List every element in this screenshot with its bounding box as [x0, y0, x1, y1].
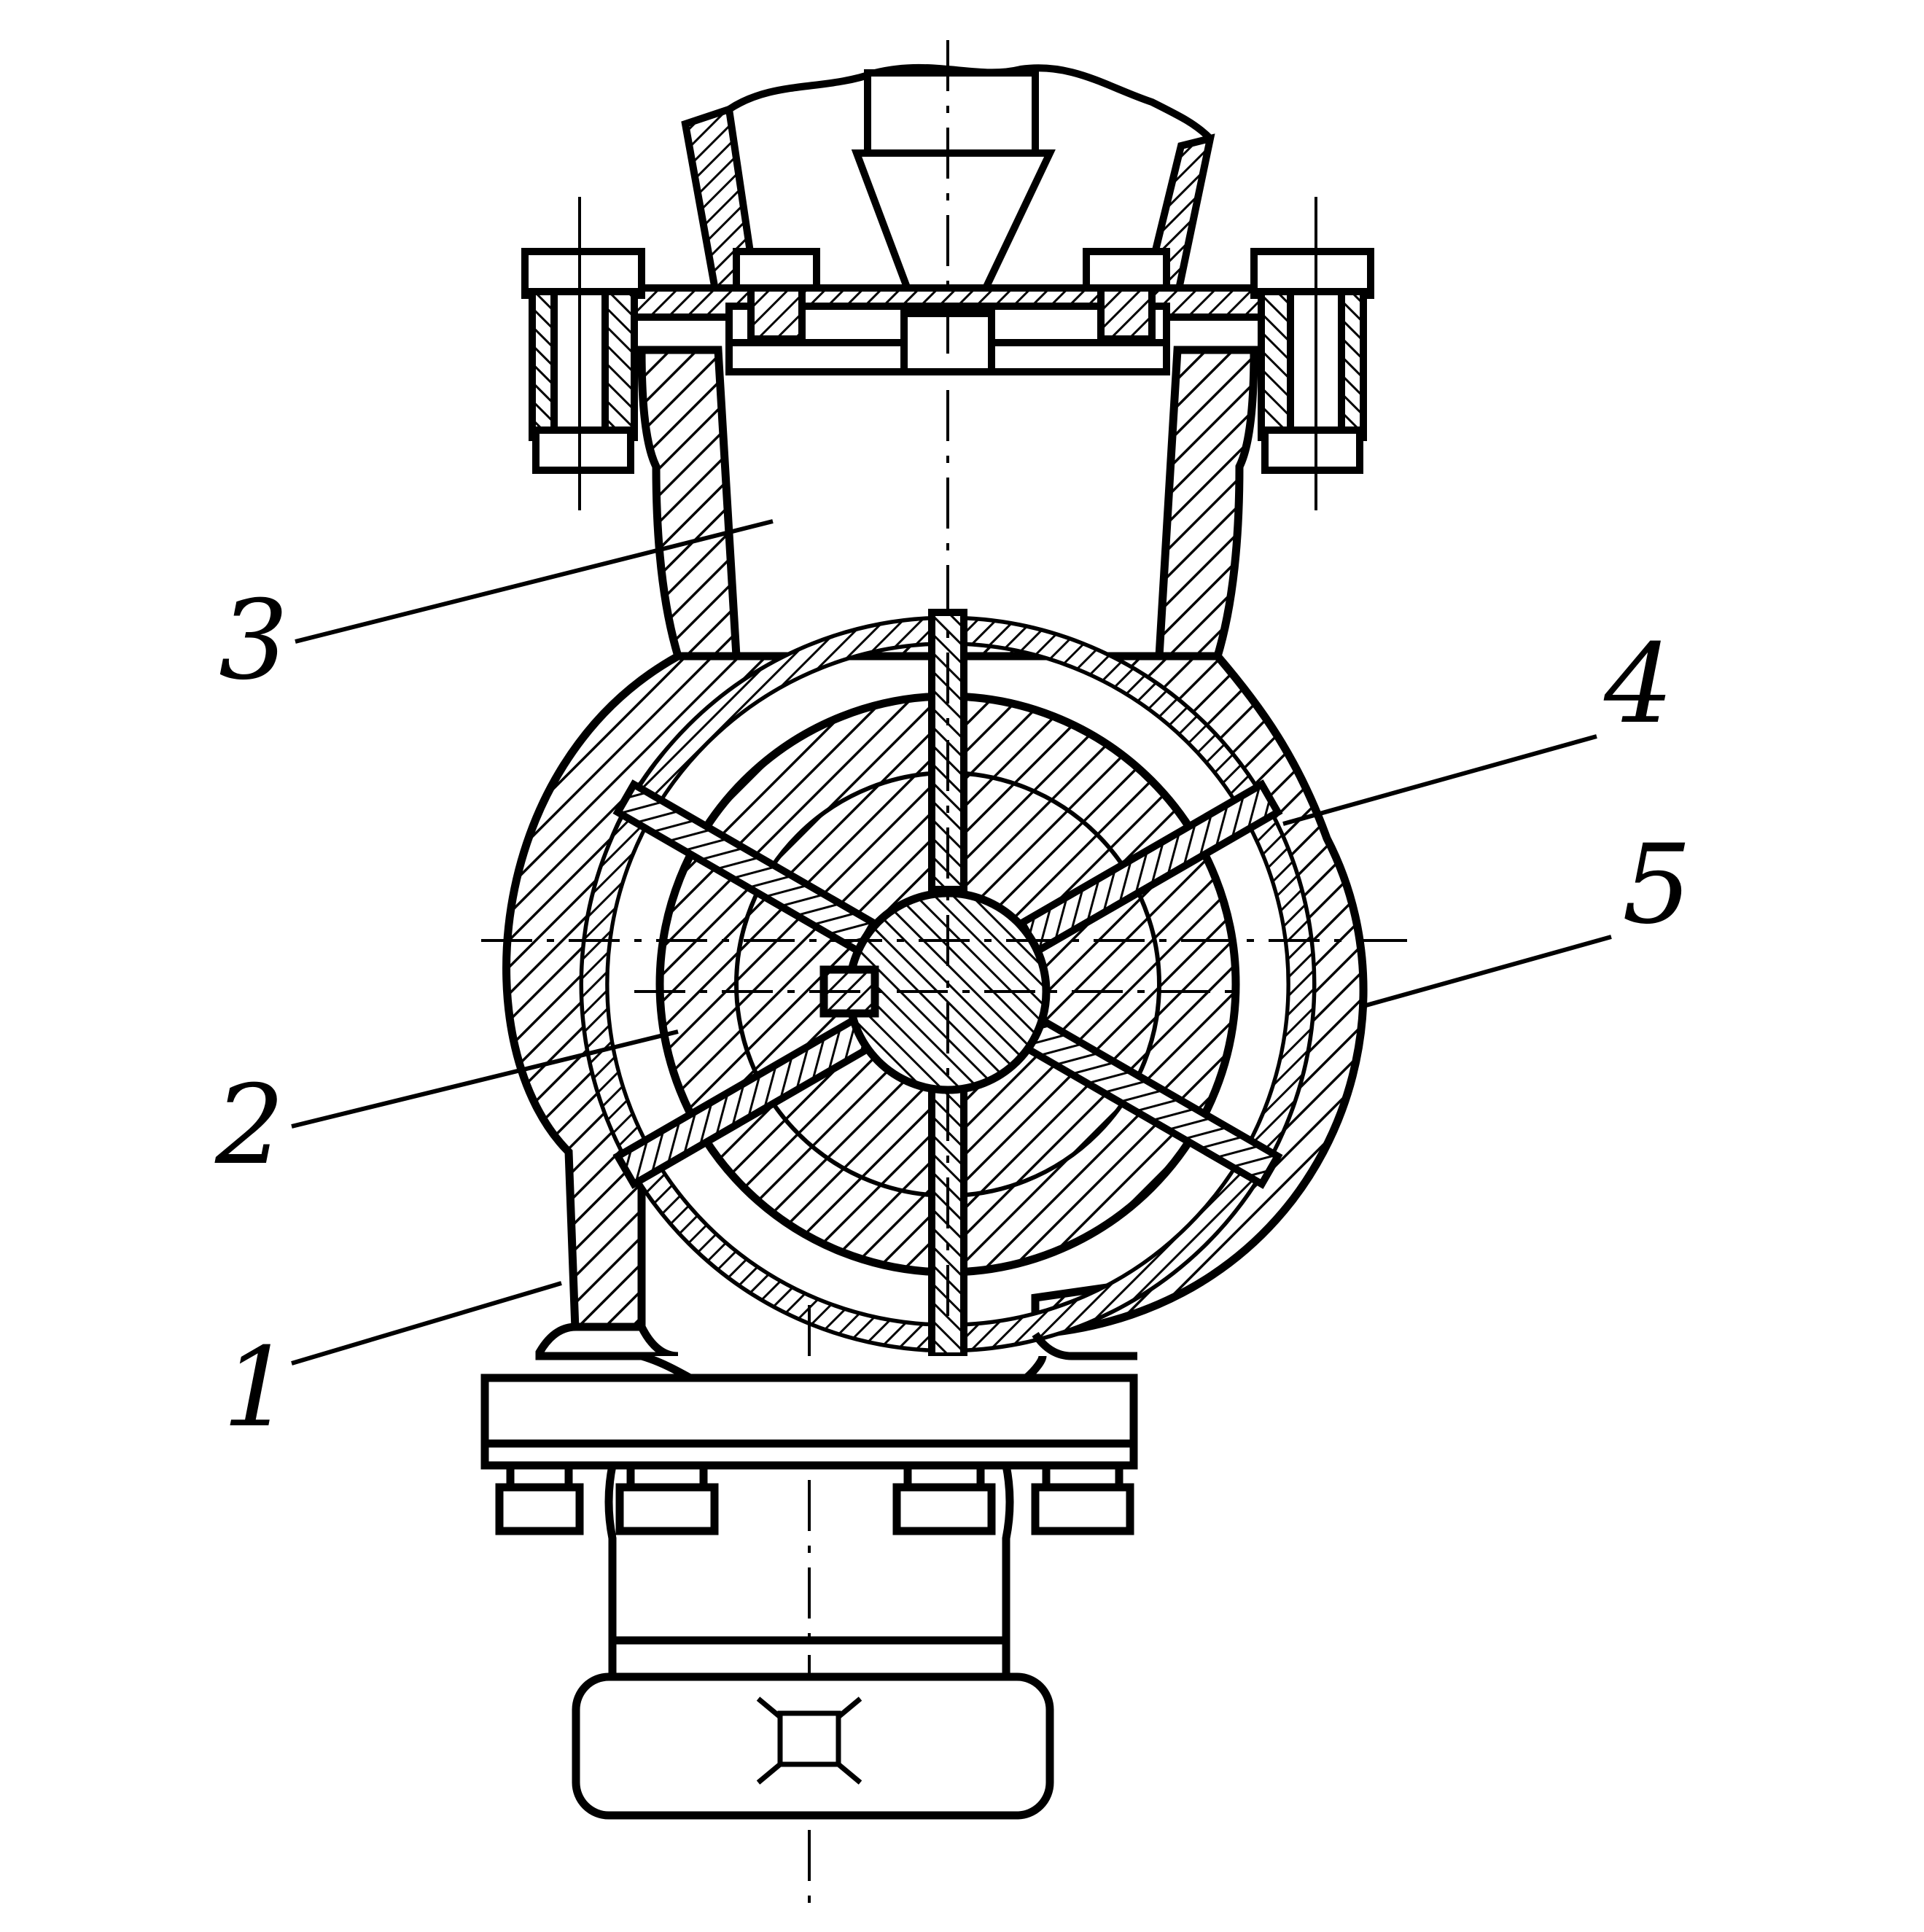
nut-4 — [1031, 1483, 1134, 1535]
callout-2: 2 — [214, 1062, 284, 1189]
leader-lines — [291, 519, 1612, 1366]
bolt-top-left — [521, 197, 645, 510]
callout-3: 3 — [219, 577, 288, 704]
nut-3 — [892, 1483, 996, 1535]
bottom-flange — [480, 1352, 1138, 1820]
callout-5: 5 — [1622, 822, 1691, 949]
nut-2 — [615, 1483, 719, 1535]
drive-key-icon — [756, 1697, 862, 1785]
callout-labels: 3 2 1 4 5 — [214, 577, 1691, 1452]
top-flange — [521, 197, 1374, 510]
callout-1: 1 — [222, 1325, 292, 1452]
bolt-top-right — [1250, 197, 1374, 510]
housing — [502, 346, 1368, 1360]
nut-1 — [495, 1483, 584, 1535]
rotor-vanes — [612, 609, 1283, 1360]
callout-4: 4 — [1603, 621, 1673, 748]
